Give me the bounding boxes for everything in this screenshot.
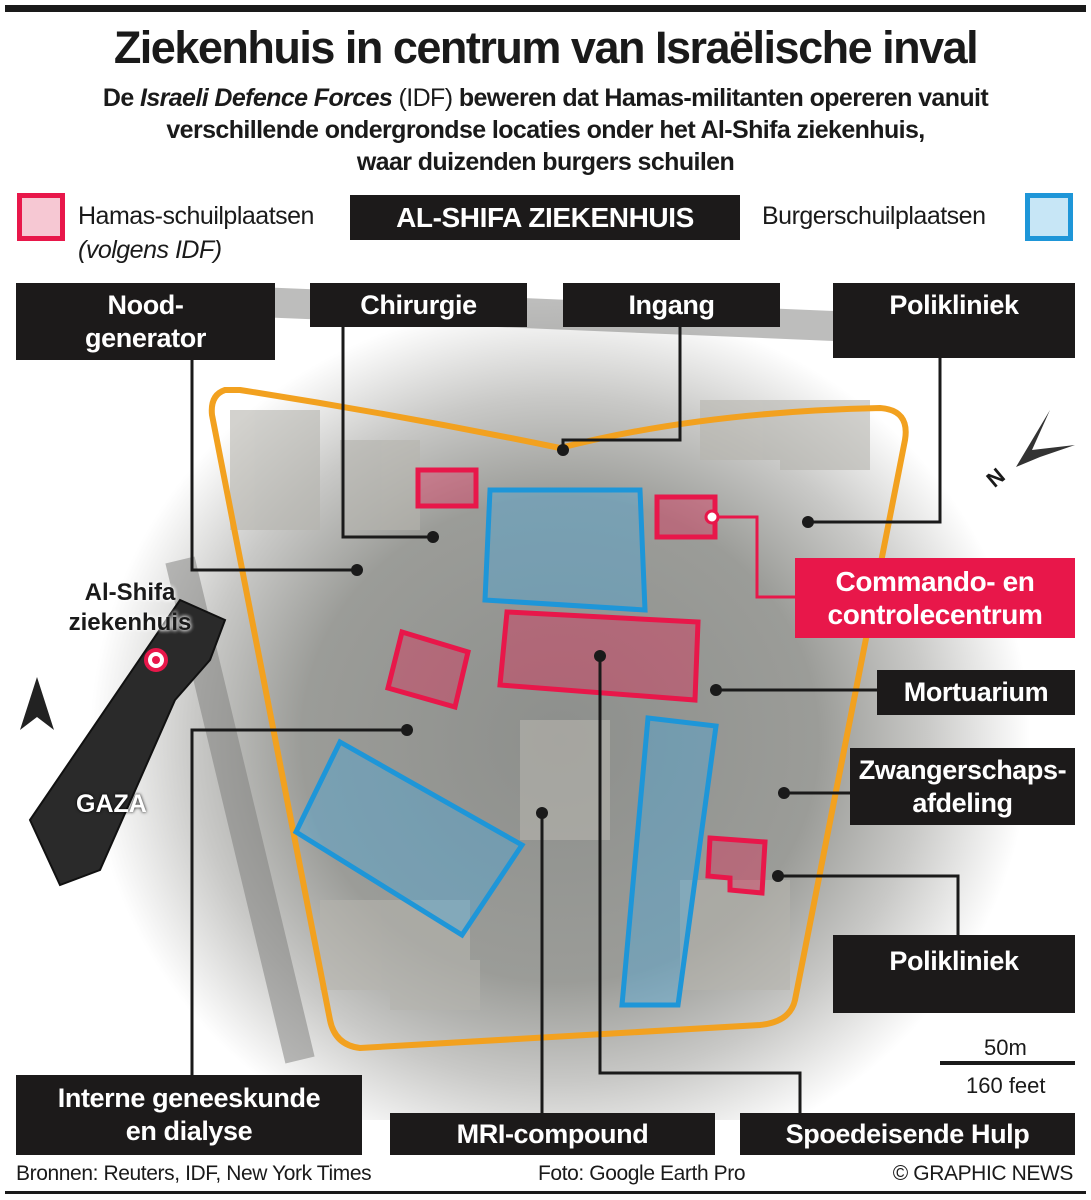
hamas-legend-note: (volgens IDF): [78, 236, 222, 264]
leader-dots: [351, 444, 814, 882]
civil-legend-swatch: [1025, 193, 1073, 241]
civil-shelter-parking: [292, 738, 526, 939]
bottom-rule: [5, 1191, 1086, 1194]
subtitle-italic: Israeli Defence Forces: [139, 84, 393, 112]
label-chirurgie: Chirurgie: [310, 283, 527, 327]
north-arrow-inset-icon: [20, 677, 54, 730]
scale-imperial: 160 feet: [966, 1073, 1046, 1098]
footer-sources: Bronnen: Reuters, IDF, New York Times: [16, 1162, 372, 1185]
subtitle-rest: beweren dat Hamas-militanten opereren va…: [452, 84, 989, 112]
leader-lines: [190, 327, 960, 1113]
inset-region-label: GAZA: [76, 790, 147, 818]
building-blocks: [230, 400, 870, 1010]
label-mri: MRI-compound: [390, 1113, 715, 1155]
map-title: AL-SHIFA ZIEKENHUIS: [350, 195, 740, 240]
hospital-perimeter: [208, 387, 909, 1052]
footer-photo: Foto: Google Earth Pro: [538, 1162, 746, 1185]
hamas-legend-label: Hamas-schuilplaatsen: [78, 202, 314, 230]
gaza-strip-shape: [28, 598, 227, 887]
north-arrow-map-icon: [1016, 410, 1075, 467]
subtitle-idf: (IDF): [392, 84, 454, 112]
subtitle: De Israeli Defence Forces (IDF) beweren …: [0, 82, 1091, 178]
subtitle-line3: waar duizenden burgers schuilen: [356, 148, 735, 176]
commando-leader: [712, 515, 795, 599]
civil-shelter-garden: [619, 715, 719, 1008]
footer-credit: © GRAPHIC NEWS: [892, 1162, 1074, 1185]
label-ingang: Ingang: [563, 283, 780, 327]
label-noodgenerator: Nood- generator: [16, 283, 275, 360]
label-mortuarium: Mortuarium: [877, 670, 1075, 715]
civil-legend-label: Burgerschuilplaatsen: [762, 202, 986, 230]
hamas-shelter-left: [384, 628, 471, 711]
label-polikliniek-top: Polikliniek: [833, 283, 1075, 358]
label-polikliniek-bottom: Polikliniek: [833, 935, 1075, 1013]
label-commando: Commando- en controlecentrum: [795, 558, 1075, 638]
hamas-legend-swatch: [17, 193, 65, 241]
hamas-shelter-chirurgie: [415, 467, 479, 509]
subtitle-line2: verschillende ondergrondse locaties onde…: [166, 116, 925, 144]
label-zwangerschap: Zwangerschaps- afdeling: [850, 748, 1075, 825]
top-rule: [5, 5, 1086, 12]
label-interne: Interne geneeskunde en dialyse: [16, 1075, 362, 1155]
inset-place-label: Al-Shifa ziekenhuis: [68, 579, 192, 636]
scale-metric: 50m: [984, 1035, 1027, 1060]
civil-shelters: [292, 487, 719, 1008]
hamas-shelter-polikliniek: [705, 835, 768, 896]
subtitle-prefix: De: [102, 84, 140, 112]
civil-shelter-ingang: [482, 487, 648, 613]
label-spoed: Spoedeisende Hulp: [740, 1113, 1075, 1155]
page-title: Ziekenhuis in centrum van Israëlische in…: [113, 22, 979, 73]
